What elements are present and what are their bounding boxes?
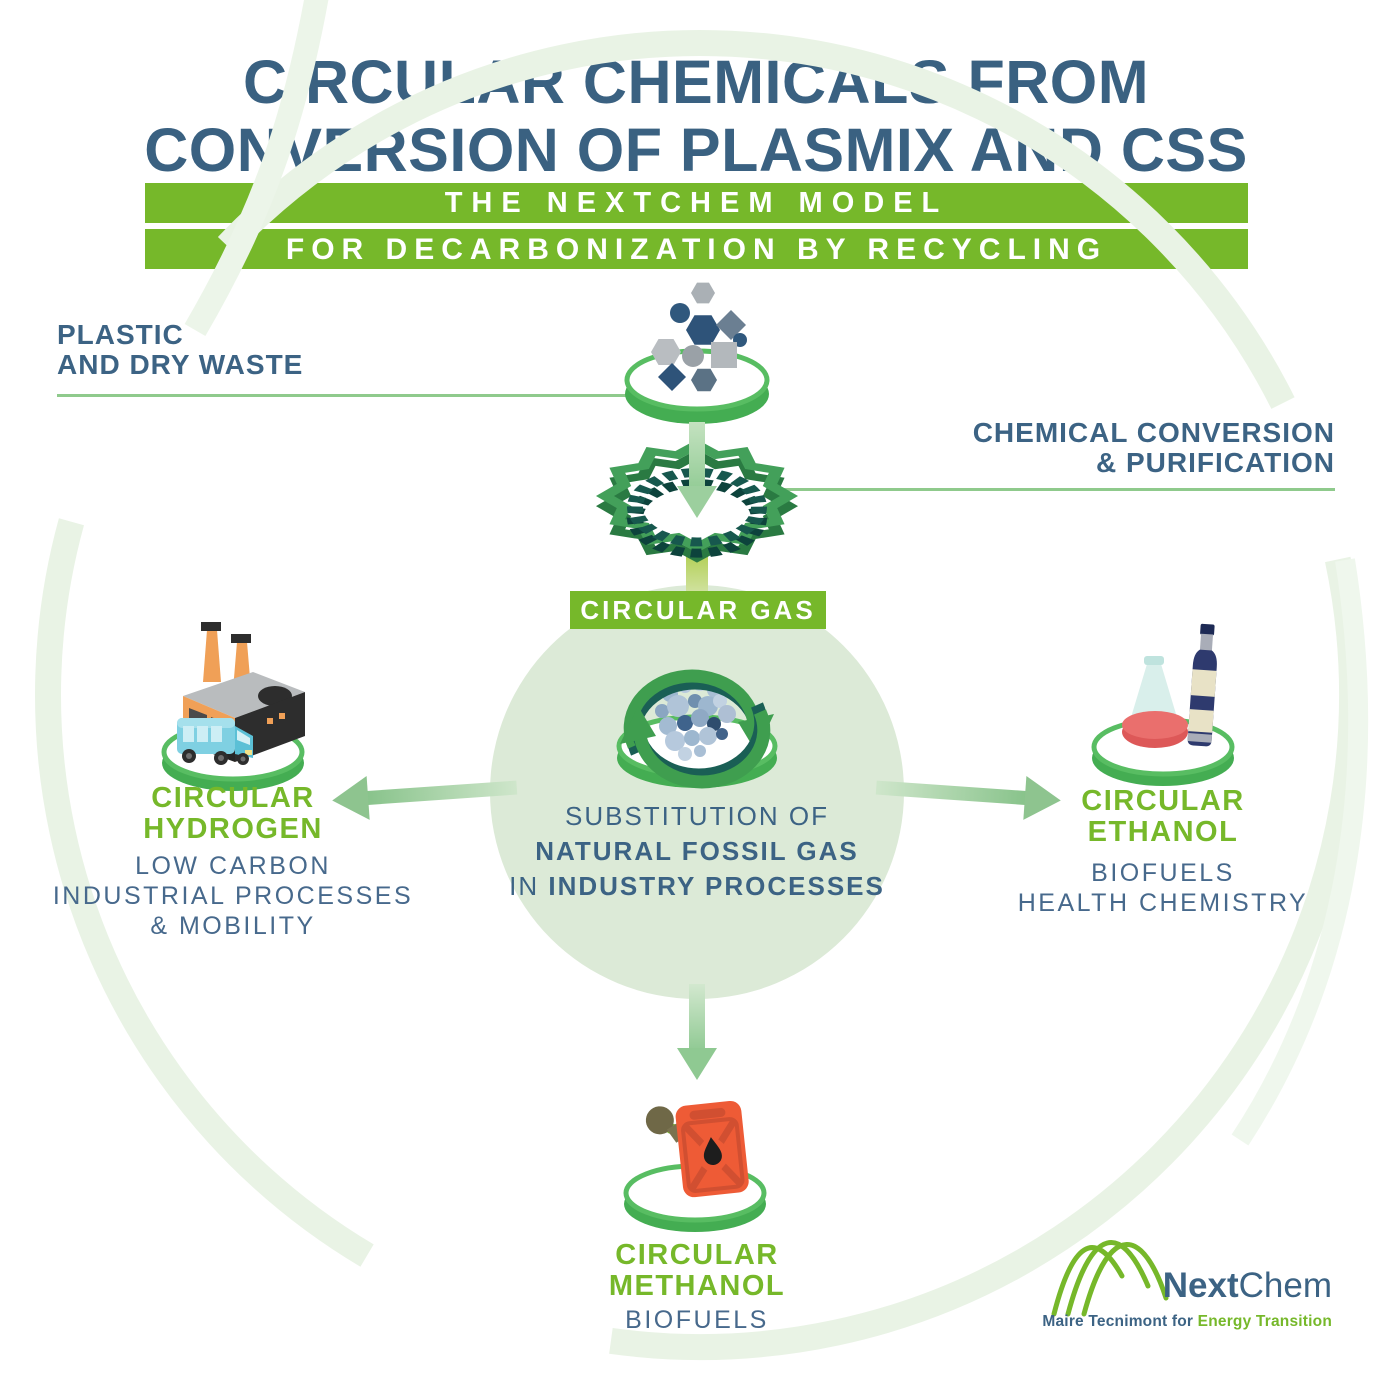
methanol-name-line2: METHANOL <box>608 1270 786 1302</box>
substitution-text: SUBSTITUTION OF NATURAL FOSSIL GAS IN IN… <box>470 799 924 904</box>
jerry-can-icon <box>645 1100 749 1198</box>
nextchem-wordmark: NextChem <box>1046 1266 1332 1306</box>
bottle-icon <box>1187 623 1217 747</box>
plastic-pieces-icon <box>651 282 747 392</box>
methanol-name-line1: CIRCULAR <box>615 1239 779 1271</box>
hydrogen-desc: LOW CARBON INDUSTRIAL PROCESSES & MOBILI… <box>33 851 433 941</box>
nextchem-logo-arcs-icon <box>1051 1240 1169 1317</box>
central-circle <box>490 585 904 999</box>
factory-icon <box>177 622 305 765</box>
arrow-waste-to-gear <box>677 422 717 518</box>
ethanol-desc-line1: BIOFUELS <box>1091 859 1235 887</box>
arrow-to-ethanol <box>875 775 1061 820</box>
subtitle-banner-model: THE NEXTCHEM MODEL <box>145 183 1248 223</box>
ethanol-name-line2: ETHANOL <box>1087 816 1239 848</box>
plastic-waste-connector-line <box>57 394 635 397</box>
nextchem-tagline-prefix: Maire Tecnimont for <box>1042 1313 1198 1330</box>
chemical-conversion-label: CHEMICAL CONVERSION & PURIFICATION <box>973 418 1335 478</box>
substitution-line1: SUBSTITUTION OF <box>565 801 829 831</box>
arrow-to-methanol <box>677 984 717 1080</box>
flask-and-bottle-icon <box>1122 623 1217 748</box>
van-icon <box>177 718 253 765</box>
nextchem-tagline-accent: Energy Transition <box>1197 1313 1332 1330</box>
arrow-to-hydrogen <box>332 775 518 820</box>
circular-gas-badge: CIRCULAR GAS <box>570 591 826 629</box>
ethanol-desc: BIOFUELS HEALTH CHEMISTRY <box>963 858 1363 918</box>
plastic-waste-label: PLASTIC AND DRY WASTE <box>57 320 303 380</box>
substitution-line3-light: IN <box>509 871 549 901</box>
hydrogen-desc-line3: & MOBILITY <box>150 912 316 940</box>
plastic-waste-label-line1: PLASTIC <box>57 319 184 350</box>
hydrogen-name: CIRCULAR HYDROGEN <box>58 783 408 845</box>
hydrogen-desc-line2: INDUSTRIAL PROCESSES <box>52 882 414 910</box>
ethanol-name-line1: CIRCULAR <box>1081 785 1245 817</box>
ethanol-name: CIRCULAR ETHANOL <box>988 786 1338 848</box>
hydrogen-name-line1: CIRCULAR <box>151 782 315 814</box>
chemical-conversion-label-line2: & PURIFICATION <box>1095 447 1335 478</box>
methanol-name: CIRCULAR METHANOL <box>522 1240 872 1302</box>
nextchem-wordmark-bold: Next <box>1162 1266 1239 1305</box>
plastic-waste-label-line2: AND DRY WASTE <box>57 349 304 380</box>
hydrogen-name-line2: HYDROGEN <box>143 813 323 845</box>
substitution-line2: NATURAL FOSSIL GAS <box>535 836 859 866</box>
methanol-desc: BIOFUELS <box>547 1305 847 1335</box>
substitution-line3-bold: INDUSTRY PROCESSES <box>548 871 885 901</box>
chemical-conversion-label-line1: CHEMICAL CONVERSION <box>972 417 1335 448</box>
ethanol-desc-line2: HEALTH CHEMISTRY <box>1017 889 1309 917</box>
methanol-desc-line1: BIOFUELS <box>625 1306 769 1334</box>
nextchem-tagline: Maire Tecnimont for Energy Transition <box>1012 1313 1332 1331</box>
chemical-conversion-connector-line <box>782 488 1335 491</box>
subtitle-banner-decarbonization: FOR DECARBONIZATION BY RECYCLING <box>145 229 1248 269</box>
gear-icon <box>595 439 799 563</box>
red-dish-icon <box>1122 711 1188 748</box>
hydrogen-desc-line1: LOW CARBON <box>135 852 331 880</box>
recycle-arrows-icon <box>620 669 774 789</box>
nextchem-wordmark-light: Chem <box>1238 1266 1332 1305</box>
